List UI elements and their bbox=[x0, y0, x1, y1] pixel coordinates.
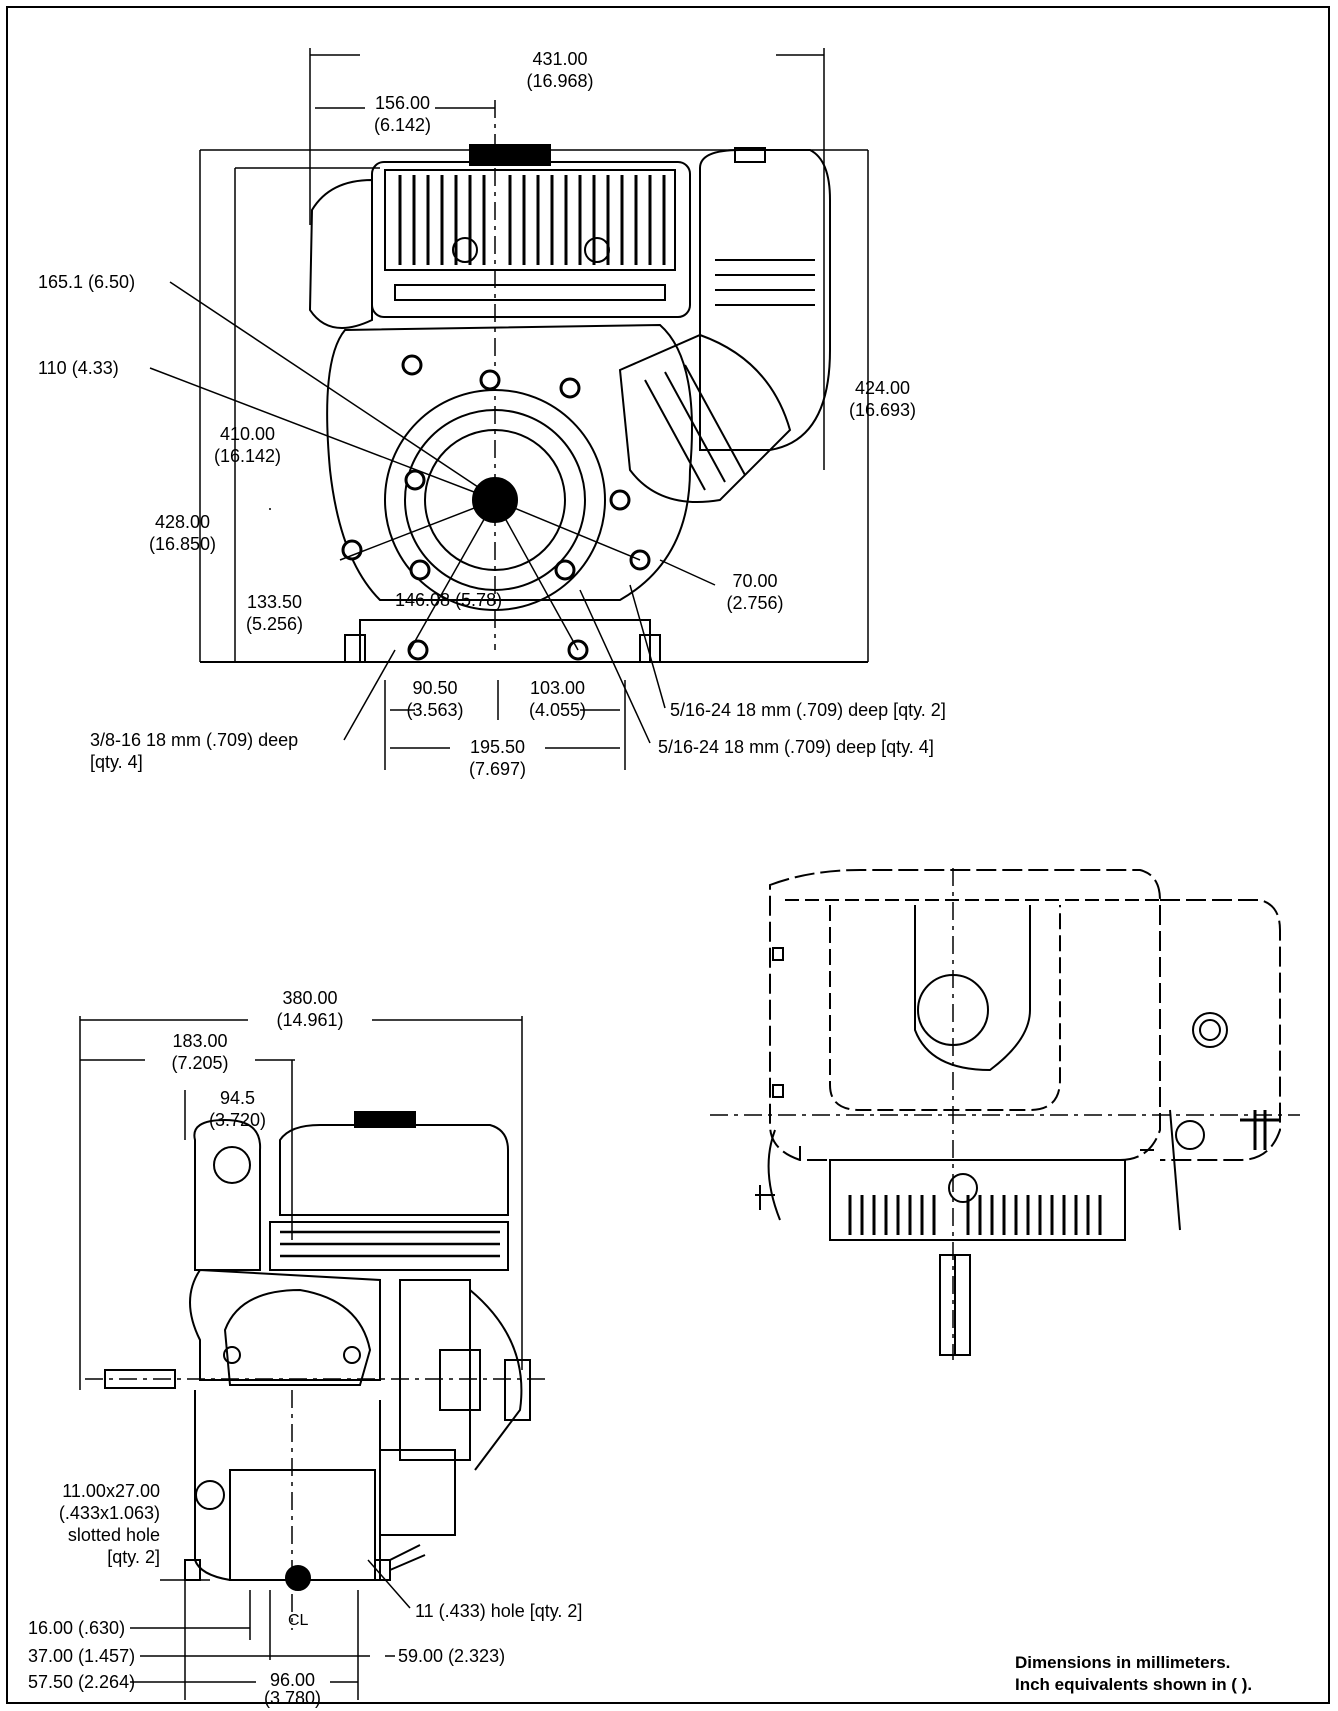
dim-103-in: (4.055) bbox=[528, 700, 587, 720]
dim-183-in: (7.205) bbox=[171, 1053, 229, 1073]
tap-38-line1: 3/8-16 18 mm (.709) deep bbox=[90, 730, 299, 750]
dim-96-in: (3.780) bbox=[263, 1688, 322, 1708]
slot-line2: (.433x1.063) bbox=[58, 1503, 160, 1523]
dim-431-label: 431.00 (16.968) bbox=[505, 48, 615, 92]
dim-96-label: 96.00 (3.780) bbox=[255, 1671, 330, 1707]
dim-133-label: 133.50 (5.256) bbox=[232, 591, 317, 635]
centerline-label: CL bbox=[288, 1612, 309, 1629]
dim-410-in: (16.142) bbox=[213, 446, 282, 466]
tap-38-label: 3/8-16 18 mm (.709) deep [qty. 4] bbox=[90, 729, 298, 773]
dim-410-label: 410.00 (16.142) bbox=[205, 423, 290, 467]
dim-103-label: 103.00 (4.055) bbox=[515, 677, 600, 721]
top-view-engine bbox=[710, 868, 1300, 1360]
tap-516-qty4-label: 5/16-24 18 mm (.709) deep [qty. 4] bbox=[658, 737, 934, 757]
tap-38-line2: [qty. 4] bbox=[90, 752, 143, 772]
dim-424-in: (16.693) bbox=[848, 400, 917, 420]
dim-424-mm: 424.00 bbox=[854, 378, 911, 398]
dim-195-label: 195.50 (7.697) bbox=[450, 736, 545, 780]
dim-428-label: 428.00 (16.850) bbox=[140, 511, 225, 555]
tap-516-qty2-label: 5/16-24 18 mm (.709) deep [qty. 2] bbox=[670, 700, 946, 720]
hole-11-label: 11 (.433) hole [qty. 2] bbox=[415, 1601, 583, 1621]
units-note-line2: Inch equivalents shown in ( ). bbox=[1015, 1675, 1253, 1694]
dim-380-in: (14.961) bbox=[276, 1010, 344, 1030]
dim-380-mm: 380.00 bbox=[282, 988, 338, 1008]
drawing-sheet-border bbox=[6, 6, 1330, 1704]
slot-hole-label: 11.00x27.00 (.433x1.063) slotted hole [q… bbox=[20, 1480, 160, 1568]
dim-380-label: 380.00 (14.961) bbox=[250, 987, 370, 1031]
dim-133-mm: 133.50 bbox=[246, 592, 303, 612]
side-view-engine bbox=[79, 1016, 550, 1700]
dim-428-in: (16.850) bbox=[148, 534, 217, 554]
dim-90-mm: 90.50 bbox=[412, 678, 458, 698]
dim-431-in: (16.968) bbox=[526, 71, 594, 91]
slot-line3: slotted hole bbox=[67, 1525, 160, 1545]
dim-70-label: 70.00 (2.756) bbox=[715, 570, 795, 614]
dim-156-in: (6.142) bbox=[373, 115, 432, 135]
dim-90-label: 90.50 (3.563) bbox=[395, 677, 475, 721]
dim-183-mm: 183.00 bbox=[172, 1031, 228, 1051]
dim-146-label: 146.08 (5.78) bbox=[395, 590, 503, 610]
dim-431-mm: 431.00 bbox=[532, 49, 588, 69]
dim-156-mm: 156.00 bbox=[374, 93, 431, 113]
dim-57-label: 57.50 (2.264) bbox=[28, 1672, 136, 1692]
dim-156-label: 156.00 (6.142) bbox=[360, 92, 445, 136]
front-view-engine bbox=[149, 48, 869, 770]
slot-line4: [qty. 2] bbox=[107, 1547, 160, 1567]
dim-94-label: 94.5 (3.720) bbox=[195, 1087, 280, 1131]
dim-70-mm: 70.00 bbox=[732, 571, 778, 591]
dim-410-mm: 410.00 bbox=[219, 424, 276, 444]
dim-424-label: 424.00 (16.693) bbox=[840, 377, 925, 421]
dim-133-in: (5.256) bbox=[245, 614, 304, 634]
dim-70-in: (2.756) bbox=[726, 593, 784, 613]
dim-110-label: 110 (4.33) bbox=[38, 358, 119, 378]
dim-96-mm: 96.00 bbox=[269, 1670, 316, 1690]
dim-428-mm: 428.00 bbox=[154, 512, 211, 532]
dim-37-label: 37.00 (1.457) bbox=[28, 1646, 136, 1666]
dim-94-mm: 94.5 bbox=[219, 1088, 256, 1108]
units-note: Dimensions in millimeters. Inch equivale… bbox=[1015, 1652, 1252, 1696]
dim-59-label: 59.00 (2.323) bbox=[398, 1646, 506, 1666]
dim-90-in: (3.563) bbox=[406, 700, 464, 720]
dim-94-in: (3.720) bbox=[208, 1110, 267, 1130]
slot-line1: 11.00x27.00 bbox=[62, 1481, 160, 1501]
units-note-line1: Dimensions in millimeters. bbox=[1015, 1653, 1231, 1672]
dim-165-label: 165.1 (6.50) bbox=[38, 272, 136, 292]
dim-183-label: 183.00 (7.205) bbox=[145, 1030, 255, 1074]
dim-103-mm: 103.00 bbox=[529, 678, 586, 698]
dim-16-label: 16.00 (.630) bbox=[28, 1618, 126, 1638]
dim-195-in: (7.697) bbox=[468, 759, 527, 779]
dim-195-mm: 195.50 bbox=[469, 737, 526, 757]
